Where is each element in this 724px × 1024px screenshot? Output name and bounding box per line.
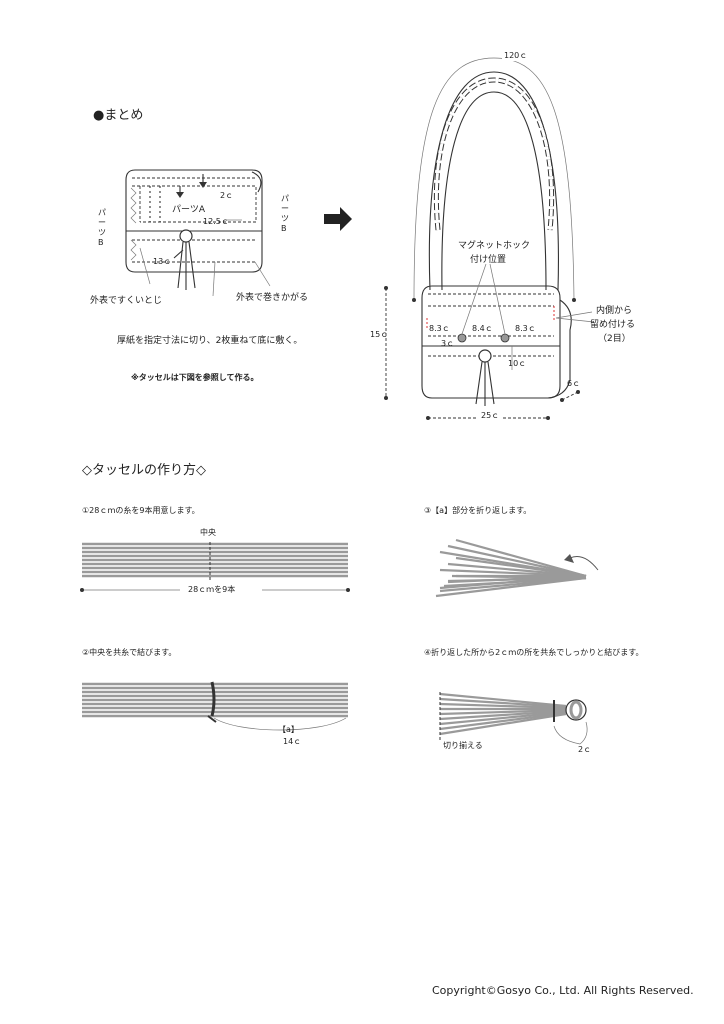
step2-text: ②中央を共糸で結びます。 — [82, 648, 177, 657]
dim-13c-label: 13ｃ — [153, 257, 172, 266]
step3-figure — [435, 538, 599, 598]
thread-strand — [439, 710, 567, 726]
dim-8-4-label: 8.4ｃ — [472, 324, 493, 333]
whipstitch-note: 外表ですくいとじ — [90, 296, 163, 306]
part-a-label: パーツA — [172, 205, 205, 215]
thread-strand — [439, 692, 567, 708]
dim-8-3-left-label: 8.3ｃ — [429, 324, 450, 333]
step1-length-label: 28ｃｍを9本 — [188, 585, 236, 594]
step2-a-label: 【a】 — [278, 725, 299, 734]
inside-label-1: 内側から — [596, 306, 633, 316]
dim-10c-label: 10ｃ — [508, 359, 527, 368]
step3-text: ③【a】部分を折り返します。 — [424, 506, 532, 515]
thread-strand — [439, 712, 567, 736]
part-b-left-label: パーツB — [98, 208, 106, 247]
thread-strand — [439, 702, 567, 710]
summary-heading: ●まとめ — [93, 108, 144, 123]
dim-8-3-right-label: 8.3ｃ — [515, 324, 536, 333]
step4-trim-label: 切り揃える — [443, 741, 483, 750]
step1-text: ①28ｃｍの糸を9本用意します。 — [82, 506, 200, 515]
tassel-note: ※タッセルは下図を参照して作る。 — [131, 373, 259, 382]
dim-12-5c-label: 12.5ｃ — [203, 217, 229, 226]
tassel-heading: ◇タッセルの作り方◇ — [82, 463, 206, 478]
step1-center-label: 中央 — [200, 528, 216, 537]
copyright: Copyright©Gosyo Co., Ltd. All Rights Res… — [432, 984, 694, 997]
strap-length-label: 120ｃ — [502, 50, 530, 61]
inside-label-2: 留め付ける — [590, 320, 636, 330]
height-label: 15ｃ — [370, 330, 389, 339]
inside-label-3: （2目） — [598, 334, 631, 344]
depth-label: 6ｃ — [567, 379, 581, 388]
magnet-label-1: マグネットホック — [458, 241, 531, 251]
part-b-right-label: パーツB — [281, 194, 289, 233]
overcast-note: 外表で巻きかがる — [236, 293, 309, 303]
thread-strand — [439, 708, 567, 716]
dim-3c-label: 3ｃ — [441, 339, 455, 348]
dim-2c-label: 2ｃ — [220, 191, 234, 200]
width-label: 25ｃ — [478, 410, 503, 421]
cardboard-note: 厚紙を指定寸法に切り、2枚重ねて底に敷く。 — [117, 336, 303, 346]
step2-a-length: 14ｃ — [283, 737, 302, 746]
thread-strand — [439, 709, 567, 721]
thread-strand — [455, 556, 587, 578]
thread-strand — [451, 574, 587, 580]
thread-strand — [447, 544, 587, 578]
magnet-label-2: 付け位置 — [470, 255, 507, 265]
step2-figure — [82, 681, 348, 731]
thread-strand — [439, 697, 567, 709]
step4-text: ④折り返した所から2ｃｍの所を共糸でしっかりと結びます。 — [424, 648, 644, 657]
step1-figure — [80, 542, 350, 592]
step4-figure — [439, 692, 588, 745]
summary-left-figure — [125, 169, 271, 297]
step4-dim-label: 2ｃ — [578, 745, 592, 754]
arrow-right-icon — [324, 207, 352, 231]
thread-strand — [455, 538, 587, 578]
thread-strand — [439, 711, 567, 731]
summary-right-figure — [384, 57, 595, 420]
